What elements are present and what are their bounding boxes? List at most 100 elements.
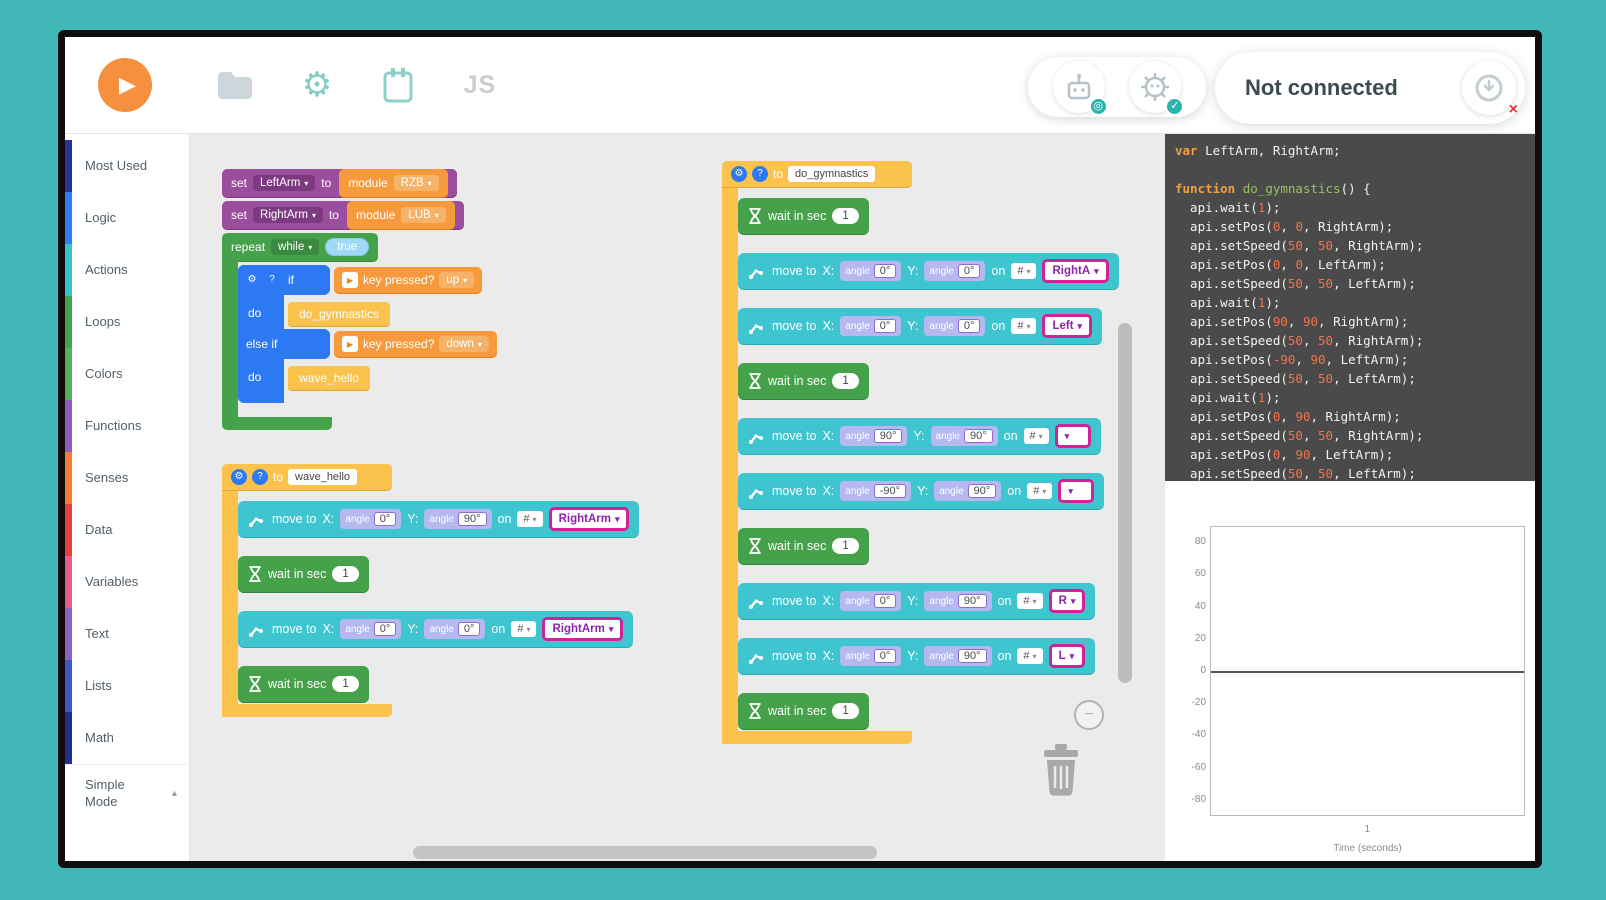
seconds-input[interactable]: 1 xyxy=(332,566,359,582)
angle-value[interactable]: 90° xyxy=(957,649,987,663)
angle-x-input[interactable]: angle-90° xyxy=(840,481,912,501)
module-status-button[interactable]: ◎ xyxy=(1052,61,1108,116)
trash-button[interactable] xyxy=(1038,742,1084,801)
port-dropdown[interactable]: #▾ xyxy=(1017,593,1043,609)
connect-circle[interactable]: × xyxy=(1462,61,1518,118)
help-icon[interactable]: ? xyxy=(252,469,268,485)
call-function-block[interactable]: do_gymnastics xyxy=(288,302,391,326)
connection-button[interactable]: Not connected × xyxy=(1215,52,1525,124)
port-dropdown[interactable]: #▾ xyxy=(517,511,543,527)
sidebar-item-text[interactable]: Text xyxy=(65,608,189,660)
port-dropdown[interactable]: #▾ xyxy=(1023,428,1049,444)
hub-status-button[interactable]: ✓ xyxy=(1129,61,1185,116)
sidebar-item-loops[interactable]: Loops xyxy=(65,296,189,348)
port-dropdown[interactable]: #▾ xyxy=(1017,648,1043,664)
angle-value[interactable]: 0° xyxy=(957,319,981,333)
servo-dropdown[interactable]: Left▾ xyxy=(1042,314,1093,338)
servo-dropdown[interactable]: RightA▾ xyxy=(1042,259,1109,283)
seconds-input[interactable]: 1 xyxy=(832,373,859,389)
module-value-block[interactable]: module LUB▾ xyxy=(346,201,455,229)
port-dropdown[interactable]: #▾ xyxy=(511,621,537,637)
blockly-canvas[interactable]: set LeftArm▾ to module RZB▾ set RightArm… xyxy=(190,134,1165,861)
servo-dropdown[interactable]: ▾ xyxy=(1054,424,1091,448)
seconds-input[interactable]: 1 xyxy=(832,538,859,554)
angle-value[interactable]: 0° xyxy=(457,622,481,636)
angle-value[interactable]: 90° xyxy=(963,429,993,443)
set-variable-block[interactable]: set LeftArm▾ to module RZB▾ xyxy=(222,169,457,197)
sidebar-item-actions[interactable]: Actions xyxy=(65,244,189,296)
servo-dropdown[interactable]: L▾ xyxy=(1048,644,1085,668)
key-pressed-block[interactable]: ▶ key pressed? up▾ xyxy=(334,267,483,293)
angle-value[interactable]: -90° xyxy=(873,484,907,498)
help-icon[interactable]: ? xyxy=(264,272,280,288)
mutator-gear-icon[interactable]: ⚙ xyxy=(731,166,747,182)
sidebar-item-simple-mode[interactable]: Simple Mode▴ xyxy=(65,764,189,822)
variable-dropdown[interactable]: RightArm▾ xyxy=(253,207,323,223)
angle-value[interactable]: 90° xyxy=(967,484,997,498)
seconds-input[interactable]: 1 xyxy=(832,208,859,224)
angle-value[interactable]: 0° xyxy=(373,512,397,526)
key-dropdown[interactable]: up▾ xyxy=(439,272,475,288)
save-button[interactable] xyxy=(376,63,420,107)
sidebar-item-math[interactable]: Math xyxy=(65,712,189,764)
sidebar-item-lists[interactable]: Lists xyxy=(65,660,189,712)
module-dropdown[interactable]: LUB▾ xyxy=(401,207,446,223)
settings-button[interactable]: ⚙ xyxy=(295,63,339,107)
help-icon[interactable]: ? xyxy=(752,166,768,182)
module-dropdown[interactable]: RZB▾ xyxy=(393,175,439,191)
module-value-block[interactable]: module RZB▾ xyxy=(339,169,448,197)
set-variable-block[interactable]: set RightArm▾ to module LUB▾ xyxy=(222,201,464,229)
angle-value[interactable]: 0° xyxy=(873,319,897,333)
call-function-block[interactable]: wave_hello xyxy=(288,366,371,390)
function-name-input[interactable]: wave_hello xyxy=(288,469,358,485)
angle-value[interactable]: 0° xyxy=(873,594,897,608)
seconds-input[interactable]: 1 xyxy=(332,676,359,692)
angle-value[interactable]: 0° xyxy=(873,264,897,278)
sidebar-item-logic[interactable]: Logic xyxy=(65,192,189,244)
servo-dropdown[interactable]: ▾ xyxy=(1058,479,1095,503)
sidebar-item-most-used[interactable]: Most Used xyxy=(65,140,189,192)
horizontal-scrollbar[interactable] xyxy=(413,846,877,859)
sidebar-item-functions[interactable]: Functions xyxy=(65,400,189,452)
sidebar-item-variables[interactable]: Variables xyxy=(65,556,189,608)
if-block[interactable]: ⚙ ? if ▶ key pressed? up▾ do do_gymnasti… xyxy=(238,265,568,415)
key-dropdown[interactable]: down▾ xyxy=(439,336,489,352)
variable-dropdown[interactable]: LeftArm▾ xyxy=(253,175,316,191)
zoom-out-button[interactable]: − xyxy=(1074,700,1104,730)
angle-value[interactable]: 0° xyxy=(957,264,981,278)
sidebar-item-senses[interactable]: Senses xyxy=(65,452,189,504)
mutator-gear-icon[interactable]: ⚙ xyxy=(231,469,247,485)
port-dropdown[interactable]: #▾ xyxy=(1011,318,1037,334)
mutator-gear-icon[interactable]: ⚙ xyxy=(244,272,260,288)
angle-value[interactable]: 0° xyxy=(873,649,897,663)
condition-value[interactable]: true xyxy=(325,238,370,256)
repeat-block[interactable]: repeat while▾ true xyxy=(222,233,379,261)
repeat-mode-dropdown[interactable]: while▾ xyxy=(271,239,320,255)
